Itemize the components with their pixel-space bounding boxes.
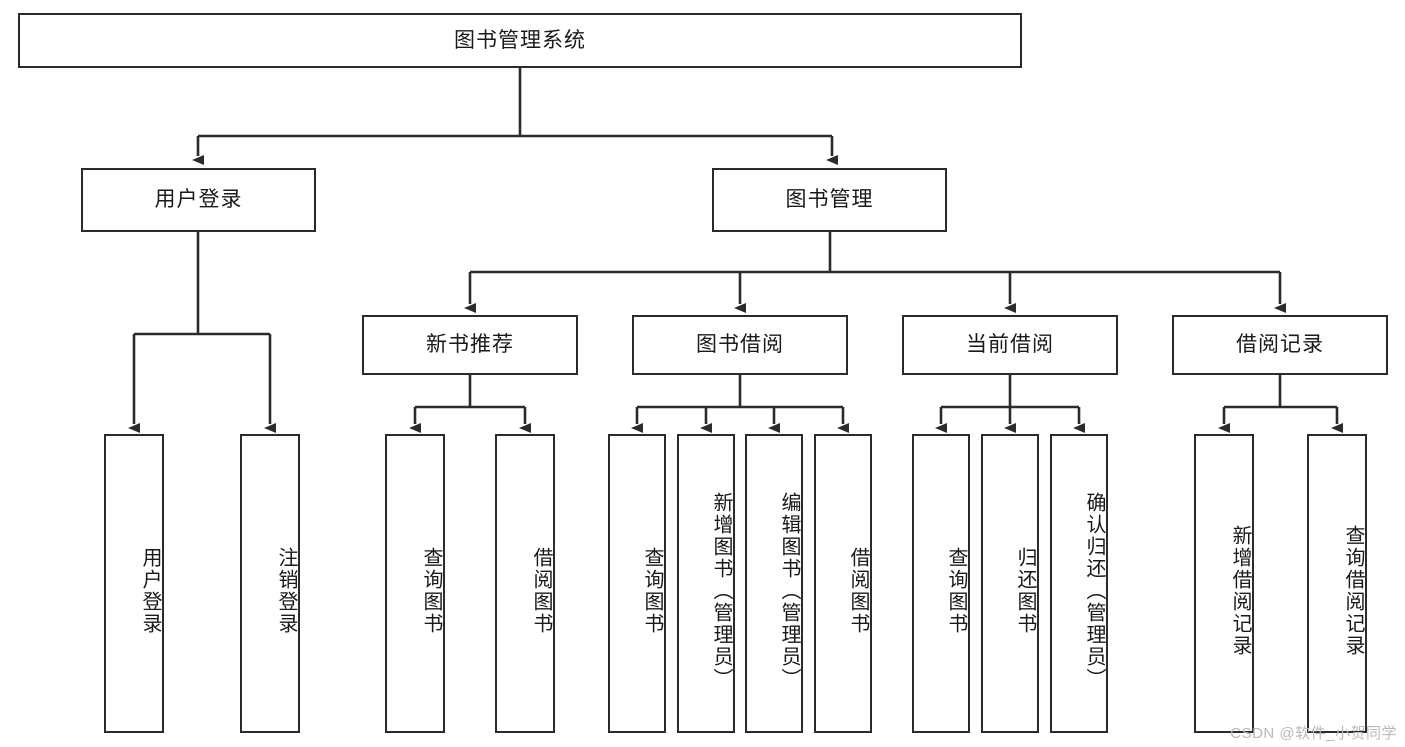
- node-book-borrow[interactable]: 图书借阅: [632, 315, 848, 375]
- leaf-borrow-record-query-record[interactable]: 查询借阅记录: [1307, 434, 1367, 733]
- leaf-user-login-logout[interactable]: 注销登录: [240, 434, 300, 733]
- node-borrow-record[interactable]: 借阅记录: [1172, 315, 1388, 375]
- node-root-label: 图书管理系统: [454, 28, 586, 52]
- node-new-book-recommend-label: 新书推荐: [426, 333, 514, 357]
- leaf-label: 确认归还（管理员）: [1083, 491, 1105, 690]
- leaf-new-book-borrow-book[interactable]: 借阅图书: [495, 434, 555, 733]
- leaf-current-borrow-confirm-return-admin[interactable]: 确认归还（管理员）: [1050, 434, 1108, 733]
- node-user-login-label: 用户登录: [154, 188, 243, 212]
- leaf-label: 查询图书: [641, 546, 663, 635]
- leaf-label: 新增图书（管理员）: [710, 491, 732, 690]
- leaf-label: 查询图书: [420, 546, 442, 635]
- node-root[interactable]: 图书管理系统: [18, 13, 1022, 68]
- leaf-book-borrow-query-book[interactable]: 查询图书: [608, 434, 666, 733]
- node-book-management-label: 图书管理: [785, 188, 874, 212]
- leaf-book-borrow-edit-book-admin[interactable]: 编辑图书（管理员）: [745, 434, 803, 733]
- leaf-user-login-login[interactable]: 用户登录: [104, 434, 164, 733]
- leaf-label: 用户登录: [139, 546, 161, 635]
- node-new-book-recommend[interactable]: 新书推荐: [362, 315, 578, 375]
- node-book-borrow-label: 图书借阅: [696, 333, 784, 357]
- leaf-label: 编辑图书（管理员）: [778, 491, 800, 690]
- leaf-borrow-record-add-record[interactable]: 新增借阅记录: [1194, 434, 1254, 733]
- leaf-current-borrow-query-book[interactable]: 查询图书: [912, 434, 970, 733]
- leaf-book-borrow-borrow-book[interactable]: 借阅图书: [814, 434, 872, 733]
- node-book-management[interactable]: 图书管理: [712, 168, 947, 232]
- node-current-borrow-label: 当前借阅: [966, 333, 1054, 357]
- node-user-login[interactable]: 用户登录: [81, 168, 316, 232]
- leaf-new-book-query-book[interactable]: 查询图书: [385, 434, 445, 733]
- node-current-borrow[interactable]: 当前借阅: [902, 315, 1118, 375]
- leaf-label: 查询借阅记录: [1342, 524, 1364, 657]
- node-borrow-record-label: 借阅记录: [1236, 333, 1324, 357]
- leaf-label: 新增借阅记录: [1229, 524, 1251, 657]
- leaf-label: 查询图书: [945, 546, 967, 635]
- leaf-current-borrow-return-book[interactable]: 归还图书: [981, 434, 1039, 733]
- leaf-label: 注销登录: [275, 546, 297, 635]
- watermark: CSDN @软件_小贺同学: [1230, 725, 1397, 742]
- leaf-label: 归还图书: [1014, 546, 1036, 635]
- leaf-book-borrow-add-book-admin[interactable]: 新增图书（管理员）: [677, 434, 735, 733]
- leaf-label: 借阅图书: [530, 546, 552, 635]
- leaf-label: 借阅图书: [847, 546, 869, 635]
